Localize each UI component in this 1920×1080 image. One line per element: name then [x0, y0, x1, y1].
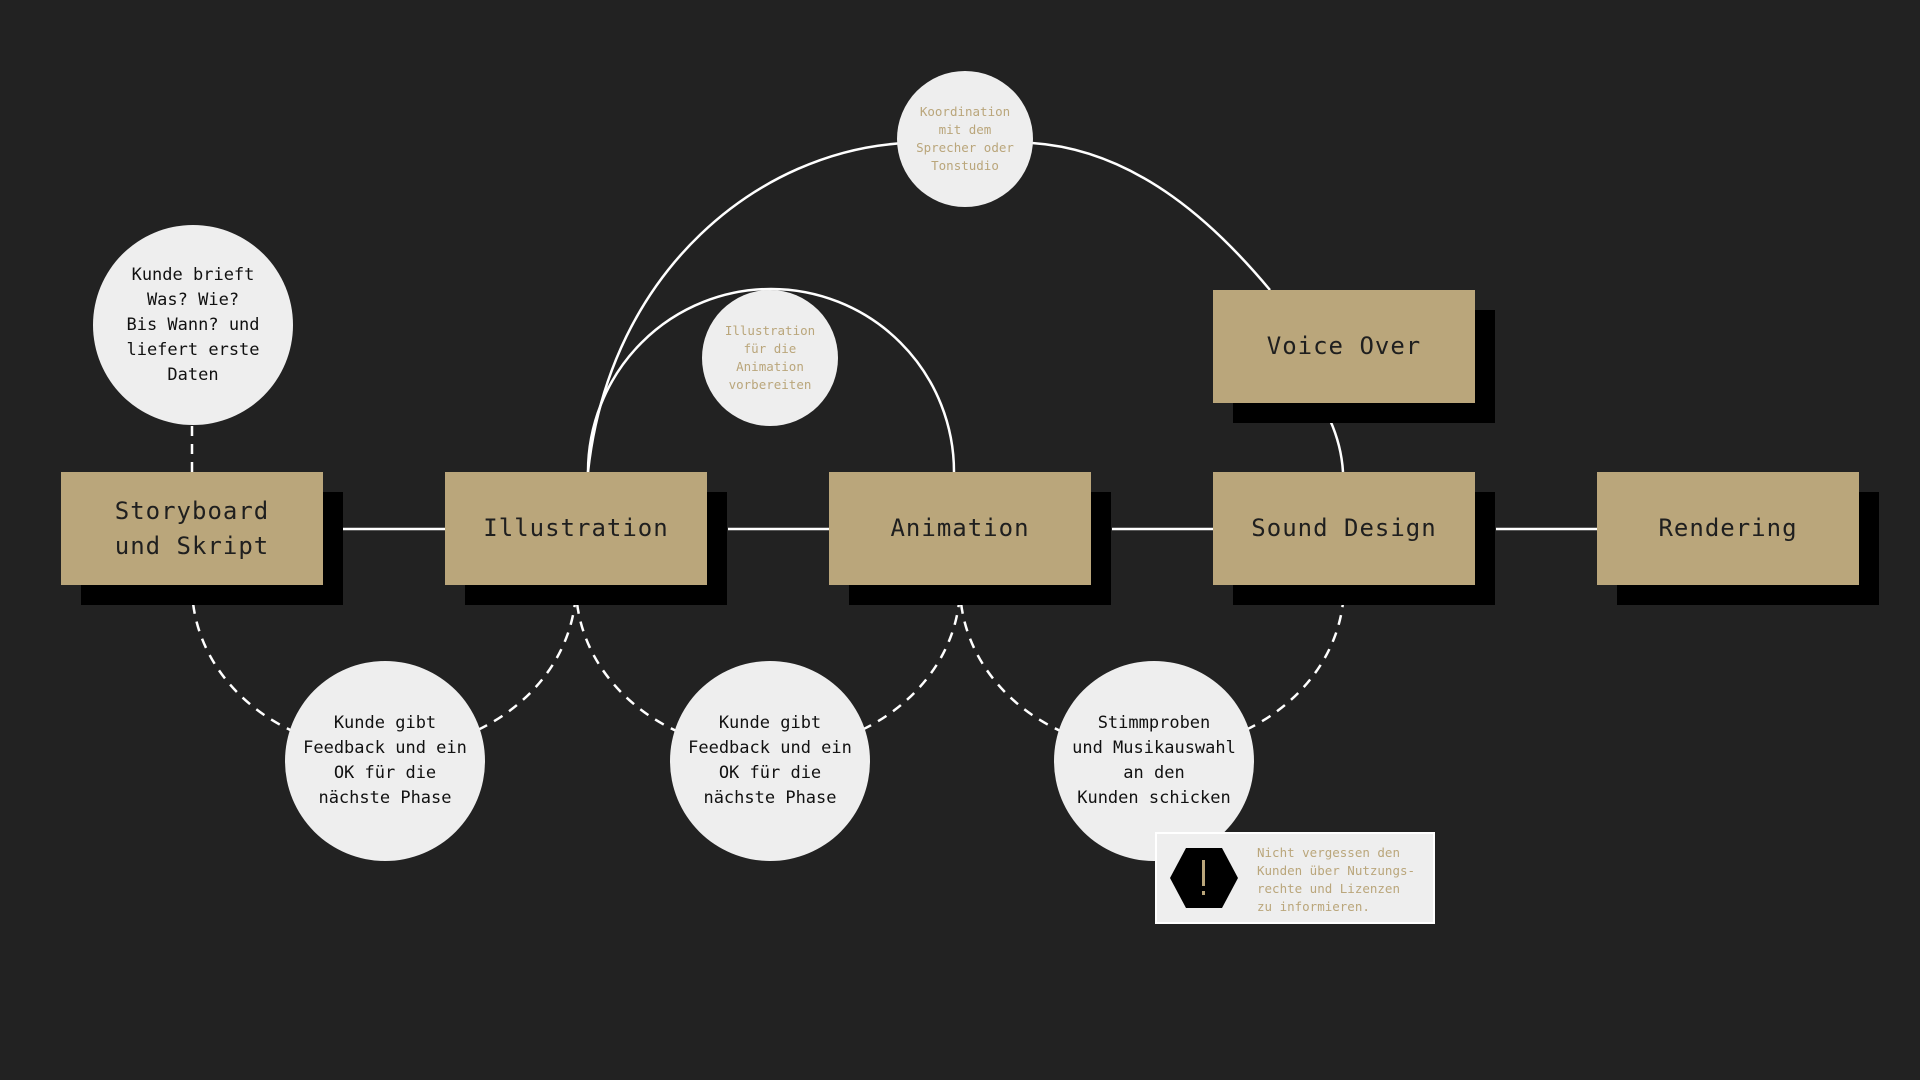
- reminder-note-text: Nicht vergessen den Kunden über Nutzungs…: [1257, 845, 1416, 914]
- step-storyboard: Storyboard und Skript: [61, 472, 323, 585]
- bubble-kunde-brieft: Kunde brieft Was? Wie? Bis Wann? und lie…: [93, 225, 293, 425]
- bubble-illustration-vorbereiten: Illustration für die Animation vorbereit…: [702, 290, 838, 426]
- step-illustration: Illustration: [445, 472, 707, 585]
- step-rendering: Rendering: [1597, 472, 1859, 585]
- bubble-feedback-1: Kunde gibt Feedback und ein OK für die n…: [285, 661, 485, 861]
- bubble-stimmproben: Stimmproben und Musikauswahl an den Kund…: [1054, 661, 1254, 861]
- bubble-feedback-2: Kunde gibt Feedback und ein OK für die n…: [670, 661, 870, 861]
- arc-illustration-voice-over: [586, 141, 907, 473]
- arc-voice-over-sound-design: [1328, 419, 1345, 473]
- dash-animation-sound-design: [958, 585, 1346, 753]
- arc-koordination-voice-over: [1031, 141, 1271, 291]
- step-animation: Animation: [829, 472, 1091, 585]
- step-voice-over: Voice Over: [1213, 290, 1475, 403]
- bubble-koordination: Koordination mit dem Sprecher oder Tonst…: [897, 71, 1033, 207]
- reminder-note: Nicht vergessen den Kunden über Nutzungs…: [1155, 832, 1435, 924]
- dash-illustration-animation: [574, 585, 962, 753]
- exclamation-hexagon-icon: [1170, 848, 1238, 908]
- arc-illustration-animation: [586, 287, 956, 473]
- dash-storyboard-illustration: [190, 585, 578, 753]
- step-sound-design: Sound Design: [1213, 472, 1475, 585]
